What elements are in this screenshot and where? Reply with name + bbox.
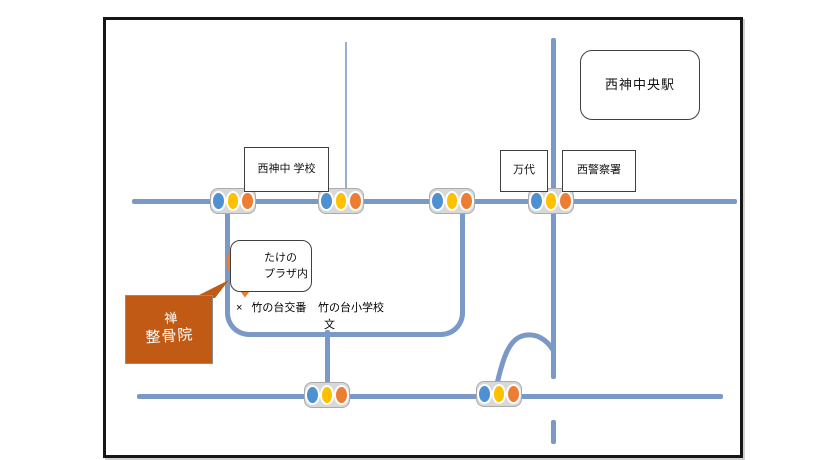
map-border <box>103 17 743 458</box>
elementary-school-label: 竹の台小学校 <box>318 302 384 314</box>
traffic-dot-orange-icon <box>240 191 256 211</box>
traffic-dot-blue-icon <box>319 191 334 211</box>
bottom-road-horizontal <box>137 394 723 399</box>
traffic-dot-yellow-icon <box>319 385 335 405</box>
station-label: 西神中央駅 <box>604 76 675 92</box>
clinic-callout: 禅 整骨院 <box>125 295 213 364</box>
traffic-dot-orange-icon <box>334 385 350 405</box>
traffic-dot-orange-icon <box>459 191 475 211</box>
traffic-dot-yellow-icon <box>444 191 460 211</box>
plaza-label-box: たけの プラザ内 <box>230 240 312 292</box>
traffic-dot-blue-icon <box>430 191 445 211</box>
station-label-box: 西神中央駅 <box>580 50 700 120</box>
middle-school-label: 西神中 学校 <box>257 162 316 175</box>
traffic-dot-blue-icon <box>477 384 492 404</box>
traffic-light <box>429 188 475 214</box>
traffic-light <box>304 382 350 408</box>
traffic-dot-blue-icon <box>529 191 544 211</box>
traffic-light <box>476 381 522 407</box>
clinic-name: 禅 整骨院 <box>144 311 195 348</box>
middle-school-label-box: 西神中 学校 <box>244 147 329 192</box>
police-station-label: 西警察署 <box>577 164 621 177</box>
thin-road-vertical <box>345 42 347 200</box>
traffic-dot-orange-icon <box>348 191 364 211</box>
mandai-label: 万代 <box>513 164 535 177</box>
traffic-dot-yellow-icon <box>333 191 349 211</box>
plaza-label: たけの プラザ内 <box>264 251 308 281</box>
traffic-light <box>528 188 574 214</box>
police-station-label-box: 西警察署 <box>562 150 636 192</box>
loop-to-bottom-road-stub <box>325 330 330 395</box>
traffic-light <box>210 188 256 214</box>
traffic-light <box>318 188 364 214</box>
station-road-vertical-lower-stub <box>551 420 556 444</box>
traffic-dot-orange-icon <box>506 384 522 404</box>
x-marker: × <box>236 302 243 314</box>
traffic-dot-blue-icon <box>211 191 226 211</box>
traffic-dot-yellow-icon <box>491 384 507 404</box>
school-map-symbol: 文 <box>324 319 335 331</box>
traffic-dot-yellow-icon <box>225 191 241 211</box>
koban-label: ×竹の台交番 <box>236 302 307 314</box>
traffic-dot-yellow-icon <box>543 191 559 211</box>
traffic-dot-orange-icon <box>558 191 574 211</box>
mandai-label-box: 万代 <box>500 150 548 192</box>
traffic-dot-blue-icon <box>305 385 320 405</box>
